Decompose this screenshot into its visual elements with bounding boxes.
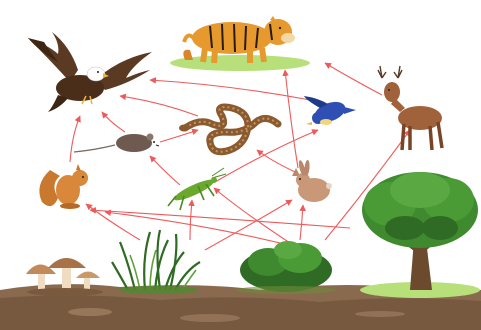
mouse-icon <box>74 134 159 153</box>
grass-icon <box>112 230 200 294</box>
arrow-mouse-eagle <box>102 112 125 132</box>
arrow-tree-squirrel <box>90 210 350 228</box>
eagle-icon <box>28 32 152 112</box>
arrow-grasshopper-mouse <box>150 156 180 185</box>
arrow-mouse-snake <box>160 130 198 142</box>
food-web-arrows <box>70 63 410 250</box>
grasshopper-icon <box>168 168 226 210</box>
arrow-snake-eagle <box>120 96 198 116</box>
tiger-icon <box>170 16 310 71</box>
snake-icon <box>179 107 278 152</box>
arrow-grass-squirrel <box>86 204 140 240</box>
arrow-deer-tiger <box>325 63 382 95</box>
deer-icon <box>378 66 442 150</box>
tree-icon <box>360 172 480 298</box>
arrow-rabbit-tiger <box>285 70 298 168</box>
mushroom-icon <box>26 258 103 296</box>
squirrel-icon <box>39 164 88 209</box>
arrow-bush-rabbit <box>300 205 303 240</box>
bird-icon <box>304 96 356 126</box>
arrow-grass-grasshopper <box>190 200 192 240</box>
arrow-bush-grasshopper <box>214 188 290 243</box>
arrow-rabbit-snake <box>257 150 295 172</box>
arrow-squirrel-eagle <box>70 116 80 162</box>
